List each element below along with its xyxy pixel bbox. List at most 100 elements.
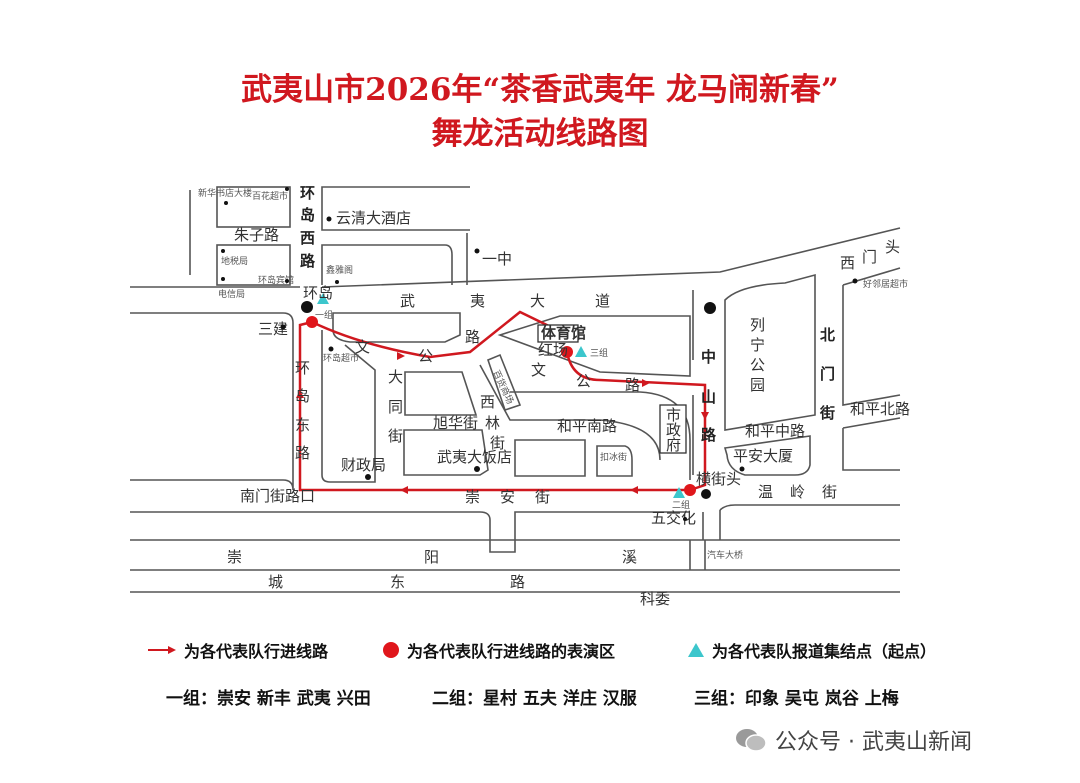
road-label: 西 <box>480 393 495 411</box>
intersection-dot <box>704 302 716 314</box>
road-label: 街 <box>490 434 505 452</box>
block <box>487 353 522 412</box>
block <box>216 186 291 228</box>
start-marker <box>673 487 685 498</box>
place-label: 电信局 <box>218 288 245 300</box>
road-label: 汽车大桥 <box>707 549 743 561</box>
block <box>596 445 633 477</box>
place-label: 鑫雅阁 <box>326 264 353 276</box>
place-label: 地税局 <box>221 255 248 267</box>
block <box>723 435 811 476</box>
wenling-south <box>719 504 900 511</box>
road-label: 西 <box>840 254 855 272</box>
place-label: 三建 <box>258 320 288 338</box>
bridge <box>689 540 706 570</box>
road-label: 头 <box>885 238 900 256</box>
place-label: 百花超市 <box>252 190 288 202</box>
road-label: 温 <box>758 483 773 501</box>
road-label: 和平南路 <box>557 417 617 435</box>
legend-start: 为各代表队报道集结点（起点） <box>688 638 936 662</box>
road-label: 林 <box>485 414 500 432</box>
group-label: 一组 <box>315 309 333 321</box>
place-label: 财政局 <box>341 456 386 474</box>
road-label: 和平中路 <box>745 422 805 440</box>
road-label: 城 <box>268 573 283 591</box>
road-label: 崇 <box>227 548 242 566</box>
wuyi-dadao-top <box>130 227 901 288</box>
place-label: 新华书店大楼 <box>198 187 252 199</box>
road-label: 西 <box>300 229 315 247</box>
place-label: 宁 <box>750 336 765 354</box>
place-label: 云清大酒店 <box>336 209 411 227</box>
stage-marker <box>561 346 573 358</box>
road-label: 环 <box>295 359 310 377</box>
group-label: 二组 <box>672 499 690 511</box>
chongyang-xi <box>130 539 900 593</box>
road-label: 路 <box>300 252 316 270</box>
block-right <box>842 267 901 471</box>
road-label: 路 <box>625 376 640 394</box>
block <box>404 371 478 416</box>
map-subtitle: 舞龙活动线路图 <box>431 116 649 152</box>
block <box>321 244 453 285</box>
place-label: 五交化 <box>651 509 696 527</box>
road-label: 东 <box>295 416 310 434</box>
markers <box>301 293 716 499</box>
roundabout-dot <box>301 301 313 313</box>
road-label: 街 <box>822 483 837 501</box>
road-label: 朱子路 <box>234 226 279 244</box>
start-marker <box>317 293 329 304</box>
road-labels: 环 岛 西 路 环 岛 东 路 武 夷 大 道 文 公 路 文 公 路 中 山 … <box>227 184 910 591</box>
place-labels: 环岛 三建 一中 云清大酒店 百花超市 新华书店大楼 地税局 环岛宾馆 电信局 … <box>198 187 908 608</box>
map-title: 武夷山市2026年“茶香武夷年 龙马闹新春” <box>241 72 839 108</box>
place-label: 横街头 <box>696 470 741 488</box>
road-label: 东 <box>390 573 405 591</box>
road-label: 和平北路 <box>850 400 910 418</box>
place-label: 列 <box>750 316 765 334</box>
road-label: 公 <box>576 372 591 390</box>
road-label: 路 <box>295 444 310 462</box>
place-label: 好邻居超市 <box>863 278 908 290</box>
block-left <box>130 312 294 491</box>
place-label: 环岛宾馆 <box>258 274 294 286</box>
place-label: 一中 <box>482 250 512 268</box>
road-label: 门 <box>862 248 877 266</box>
road-label: 岛 <box>300 206 315 224</box>
road-label: 路 <box>465 328 480 346</box>
cyan-triangle-icon <box>688 643 704 657</box>
road-label: 扣冰街 <box>600 451 627 463</box>
road-label: 公 <box>418 347 433 365</box>
road-label: 中 <box>701 348 716 366</box>
route-arrow <box>296 390 304 398</box>
block <box>216 244 291 286</box>
legend-route: 为各代表队行进线路 <box>148 638 328 662</box>
team-group-1: 一组：崇安 新丰 武夷 兴田 <box>166 689 371 709</box>
road-label: 路 <box>701 426 717 444</box>
place-label: 武夷大饭店 <box>437 448 512 466</box>
road-label: 安 <box>500 488 515 506</box>
road-label: 路 <box>510 573 525 591</box>
road-network <box>130 186 901 593</box>
block <box>321 186 470 231</box>
wechat-icon <box>736 729 767 752</box>
road-label: 大 <box>530 292 545 310</box>
watermark: 公众号 · 武夷山新闻 <box>735 724 972 756</box>
road-label: 街 <box>819 404 835 422</box>
route-arrow <box>642 379 650 387</box>
road-edge <box>479 364 661 461</box>
road-label: 同 <box>388 398 403 416</box>
intersection-dot <box>701 489 711 499</box>
route-arrow <box>400 486 408 494</box>
road-label: 大 <box>388 368 403 386</box>
legend-route-text: 为各代表队行进线路 <box>184 642 329 661</box>
route-arrow-icon <box>148 646 176 654</box>
road-label: 门 <box>820 365 835 383</box>
road-label: 旭华街 <box>433 414 478 432</box>
road-label: 文 <box>355 338 370 356</box>
road-label: 文 <box>531 361 546 379</box>
place-label: 体育馆 <box>541 324 586 342</box>
route-arrow <box>630 486 638 494</box>
road-label: 环 <box>300 184 315 202</box>
legend-stage-text: 为各代表队行进线路的表演区 <box>407 642 616 661</box>
